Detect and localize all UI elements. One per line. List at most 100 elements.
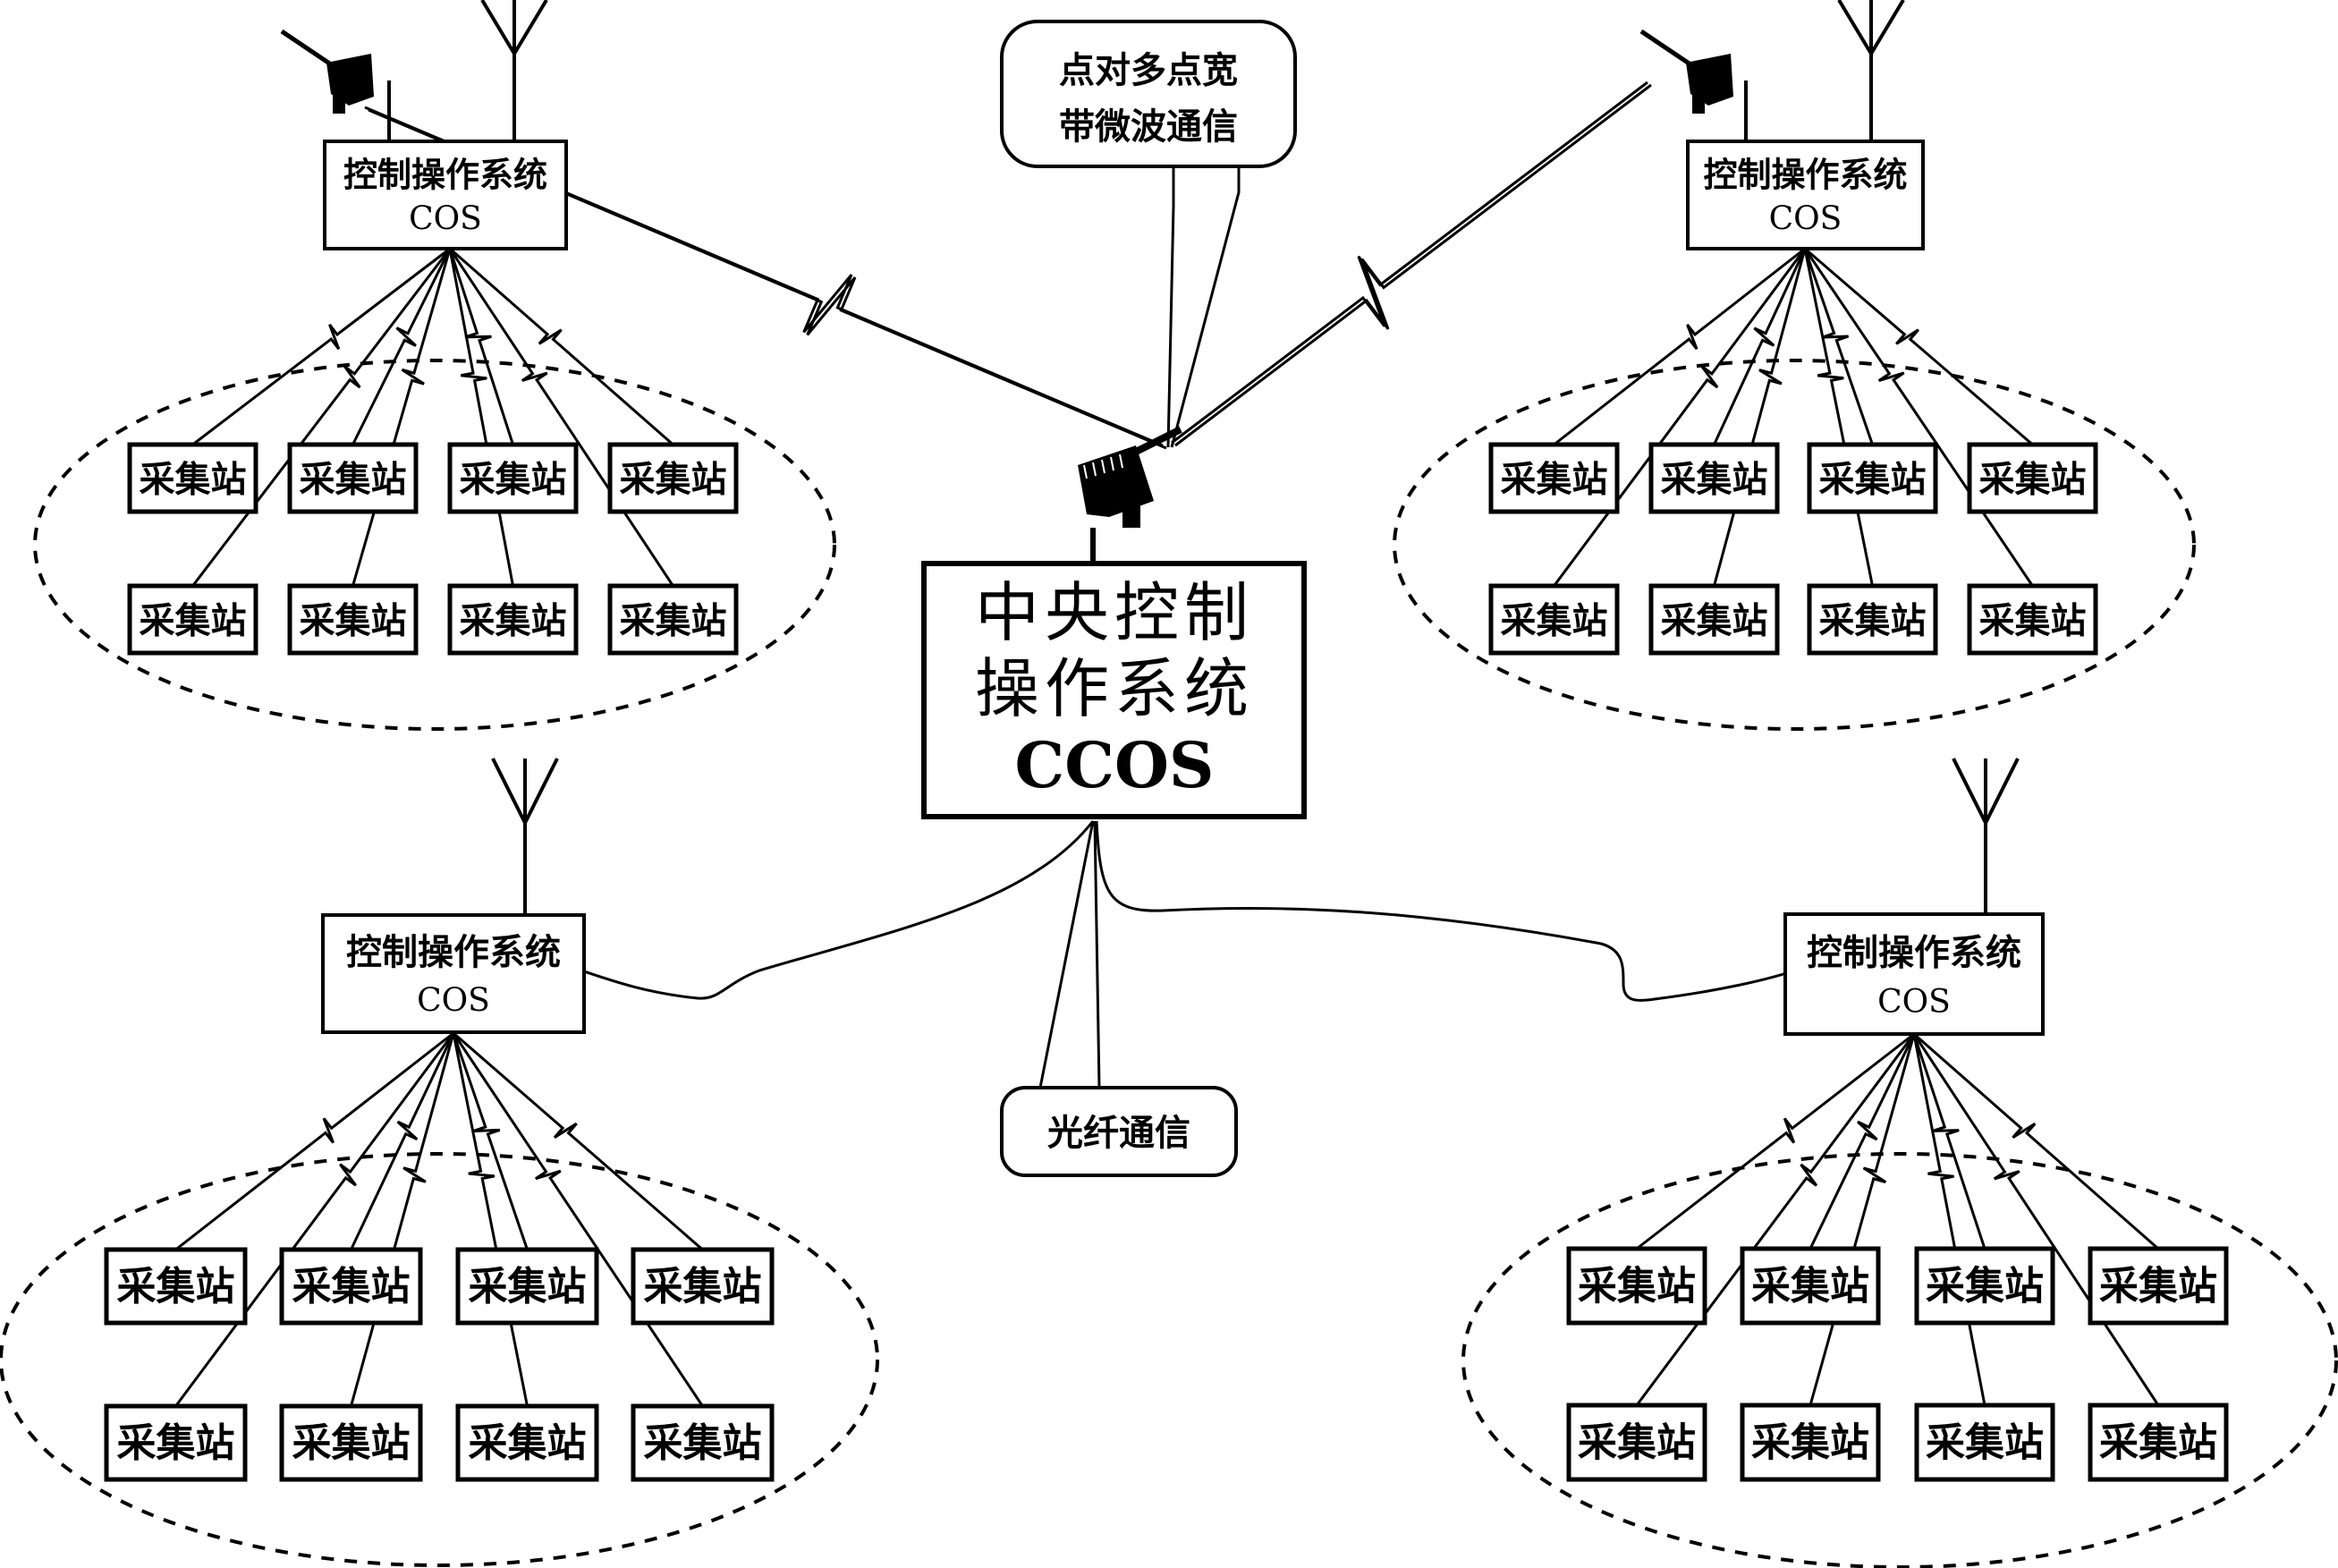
antenna-icon xyxy=(480,0,548,141)
station-label: 采集站 xyxy=(1979,601,2087,642)
station-box xyxy=(631,1247,775,1326)
collection-station: 采集站 xyxy=(1648,583,1780,656)
station-box xyxy=(1566,1246,1707,1326)
cos-title: 控制操作系统 xyxy=(343,155,547,194)
station-label: 采集站 xyxy=(1578,1264,1696,1309)
station-label: 采集站 xyxy=(1979,460,2087,501)
station-label: 采集站 xyxy=(300,460,407,501)
wireless-spoke xyxy=(1713,248,1807,587)
wireless-spoke xyxy=(1636,1032,1915,1250)
station-label: 采集站 xyxy=(300,601,407,642)
microwave-callout-tail xyxy=(1166,165,1241,448)
wireless-spoke xyxy=(1553,248,1807,587)
collection-station: 采集站 xyxy=(1648,442,1780,514)
collection-station: 采集站 xyxy=(1488,583,1620,656)
station-label: 采集站 xyxy=(292,1264,411,1309)
fiber-callout-label: 光纤通信 xyxy=(1047,1113,1190,1154)
microwave-callout-line2: 带微波通信 xyxy=(1059,106,1238,148)
wireless-spoke xyxy=(449,247,674,446)
cluster-top-left: 采集站采集站采集站采集站采集站采集站采集站采集站控制操作系统COS xyxy=(33,0,836,731)
station-label: 采集站 xyxy=(620,460,727,501)
station-label: 采集站 xyxy=(469,1264,587,1309)
station-label: 采集站 xyxy=(1578,1420,1696,1466)
station-box xyxy=(607,442,739,514)
collection-station: 采集站 xyxy=(287,583,419,656)
cos-abbr: COS xyxy=(417,982,490,1019)
station-label: 采集站 xyxy=(140,601,247,642)
station-box xyxy=(455,1403,599,1482)
station-box xyxy=(127,442,258,514)
antenna-icon xyxy=(1837,0,1905,141)
station-label: 采集站 xyxy=(1501,601,1608,642)
wireless-spoke xyxy=(352,248,452,587)
wireless-spoke xyxy=(453,1031,704,1251)
wireless-spoke xyxy=(1803,248,2034,587)
fiber-link-bottom-right xyxy=(1095,820,1800,1002)
station-box xyxy=(127,583,258,656)
station-box xyxy=(1914,1403,2055,1482)
station-label: 采集站 xyxy=(1661,460,1768,501)
collection-station: 采集站 xyxy=(455,1247,599,1326)
wireless-spoke xyxy=(350,1032,455,1407)
microwave-link-line xyxy=(368,108,1167,450)
wireless-spoke xyxy=(1713,248,1807,445)
cluster-boundary xyxy=(1461,1152,2338,1568)
cluster-boundary xyxy=(33,359,836,731)
collection-station: 采集站 xyxy=(455,1403,599,1482)
cos-abbr: COS xyxy=(1877,984,1951,1021)
station-label: 采集站 xyxy=(644,1420,762,1466)
station-box xyxy=(287,442,419,514)
collection-station: 采集站 xyxy=(1740,1403,1881,1482)
wireless-spoke xyxy=(191,247,451,446)
links-layer xyxy=(364,81,1800,1002)
station-label: 采集站 xyxy=(1661,601,1768,642)
station-label: 采集站 xyxy=(469,1420,587,1466)
collection-station: 采集站 xyxy=(127,442,258,514)
collection-station: 采集站 xyxy=(1566,1403,1707,1482)
wireless-spoke xyxy=(448,248,674,587)
station-label: 采集站 xyxy=(117,1264,235,1309)
collection-station: 采集站 xyxy=(1566,1246,1707,1326)
collection-station: 采集站 xyxy=(1807,583,1938,656)
ccos-title-line2: 操作系统 xyxy=(975,651,1254,726)
wireless-spoke xyxy=(1912,1033,1986,1406)
ccos-abbr: CCOS xyxy=(1015,728,1215,802)
station-box xyxy=(607,583,739,656)
wireless-spoke xyxy=(174,1032,455,1407)
wireless-spoke xyxy=(1803,248,1874,445)
station-box xyxy=(1807,442,1938,514)
station-box xyxy=(1648,442,1780,514)
station-box xyxy=(455,1247,599,1326)
station-box xyxy=(1648,583,1780,656)
microwave-link-line xyxy=(1174,83,1652,447)
microwave-link-top-left xyxy=(364,106,1167,450)
wireless-spoke xyxy=(350,1032,455,1250)
collection-station: 采集站 xyxy=(1914,1246,2055,1326)
collection-station: 采集站 xyxy=(279,1403,423,1482)
collection-station: 采集站 xyxy=(631,1403,775,1482)
collection-station: 采集站 xyxy=(1740,1246,1881,1326)
collection-station: 采集站 xyxy=(127,583,258,656)
station-label: 采集站 xyxy=(1819,601,1927,642)
wireless-spoke xyxy=(352,248,452,445)
station-box xyxy=(1740,1246,1881,1326)
microwave-callout-bubble xyxy=(1000,20,1297,168)
microwave-dish-icon xyxy=(1639,29,1733,114)
microwave-link-top-right xyxy=(1171,81,1652,447)
collection-station: 采集站 xyxy=(631,1247,775,1326)
station-box xyxy=(1914,1246,2055,1326)
station-box xyxy=(1740,1403,1881,1482)
cos-box xyxy=(323,140,568,250)
wireless-spoke xyxy=(1912,1033,2160,1406)
collection-station: 采集站 xyxy=(2088,1246,2229,1326)
wireless-spoke xyxy=(452,1032,529,1407)
central-control-system: 中央控制 操作系统 CCOS xyxy=(921,561,1307,819)
cluster-boundary xyxy=(0,1152,879,1567)
wireless-spoke xyxy=(1913,1032,2159,1250)
wireless-spoke xyxy=(174,1031,454,1251)
collection-station: 采集站 xyxy=(447,583,579,656)
